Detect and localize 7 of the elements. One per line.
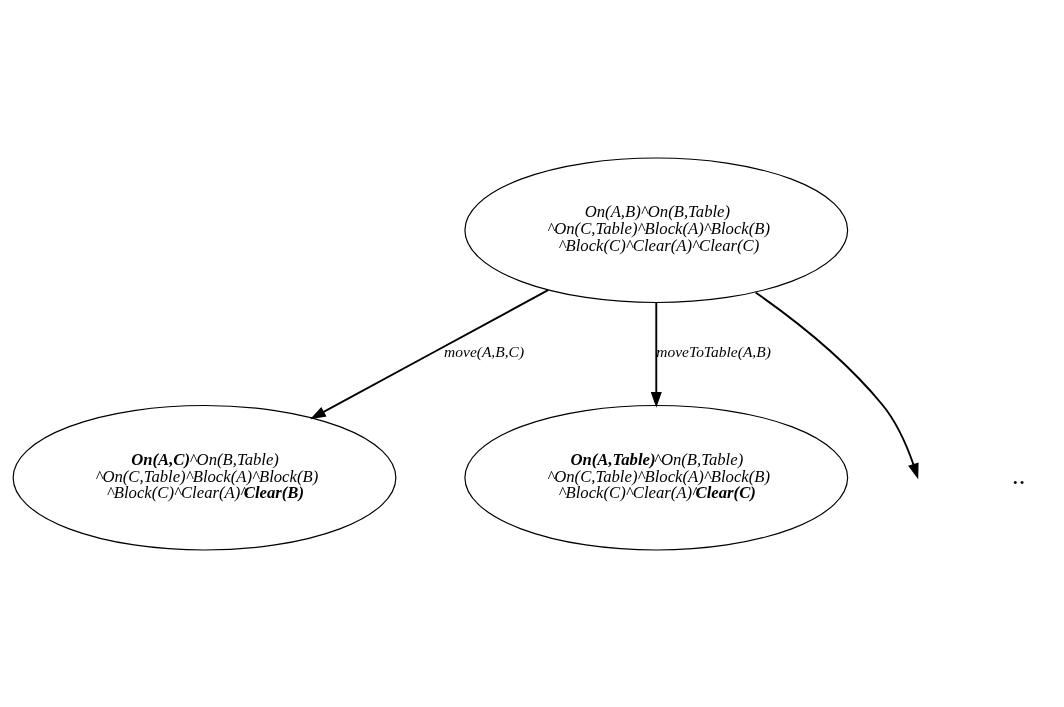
- label: ..: [1012, 460, 1026, 490]
- arrow: [754, 291, 919, 479]
- arrow: [650, 301, 662, 408]
- arrow: [310, 288, 549, 419]
- node-ellipse: On(A,B)^On(B,Table) ^On(C,Table)^Block(A)^Block(B) ^Block(C)^Clear(A)^Clear(C): [464, 156, 849, 303]
- edge-label: move(A,B,C): [444, 342, 525, 360]
- edge-label: moveToTable(A,B): [656, 342, 771, 360]
